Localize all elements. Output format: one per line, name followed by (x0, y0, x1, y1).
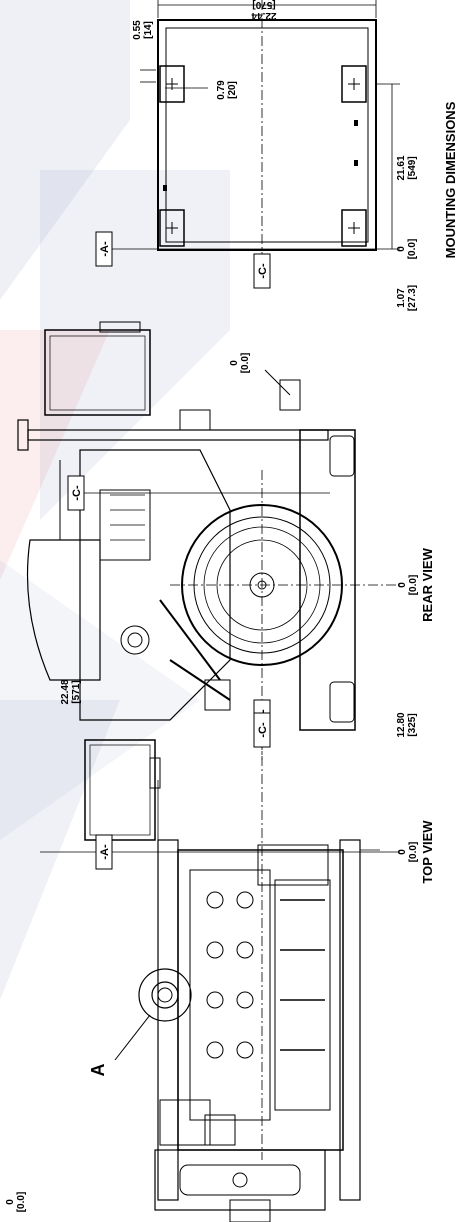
svg-text:-C-: -C- (71, 485, 83, 501)
top-turbo (138, 968, 192, 1022)
svg-text:-A-: -A- (99, 241, 111, 257)
svg-text:-C-: -C- (257, 263, 269, 279)
top-air-filter (84, 739, 156, 841)
mounting-dimensions-view: 0.55 [14] 22.44 [570] 0.79 [20] 21.61 [5… (95, 0, 458, 311)
dim-0-79: 0.79 (216, 80, 227, 100)
top-view: A 22.48 [571] 0 [0.0] 12.80 [325] 0 [0.0… (5, 679, 435, 1222)
rear-datum-c-box: -C- (67, 475, 85, 511)
mount-pad-top-right (341, 65, 367, 103)
rear-dim-zero-bottom-mm: [0.0] (408, 575, 419, 596)
dim-0-55: 0.55 (132, 20, 143, 40)
top-dim-22-48-mm: [571] (71, 680, 82, 703)
rear-dim-zero-bottom: 0 (397, 582, 408, 588)
top-view-title: TOP VIEW (420, 820, 435, 884)
mounting-base-frame (157, 19, 377, 251)
top-front-housing (154, 1149, 326, 1211)
mount-pad-bottom-right (341, 209, 367, 247)
watermark-blue-stroke-top (0, 0, 130, 300)
dim-0-55-mm: [14] (143, 21, 154, 39)
top-cylinder-heads (206, 891, 254, 1059)
dim-21-61-mm: [549] (407, 156, 418, 179)
mounting-base-inner (165, 27, 369, 243)
rear-dim-zero-top: 0 (229, 360, 240, 366)
dim-22-44: 22.44 (251, 10, 276, 21)
svg-text:-A-: -A- (99, 844, 111, 860)
dim-zero-mounting: 0 (396, 246, 407, 252)
top-base-rail-right (339, 839, 361, 1201)
callout-a-leader (114, 1014, 151, 1061)
top-base-rail-left (157, 839, 179, 1201)
dim-0-79-mm: [20] (227, 81, 238, 99)
rear-exhaust-pipe (27, 429, 329, 441)
watermark-blue-diagonal (40, 170, 230, 520)
rear-air-box (44, 329, 151, 416)
top-dim-12-80: 12.80 (396, 712, 407, 737)
watermark-blue-chevron (0, 560, 200, 840)
mounting-datum-c-box: -C- (253, 253, 271, 289)
top-dim-22-48: 22.48 (60, 679, 71, 704)
top-datum-c-box: -C- (253, 712, 271, 748)
mount-pad-bottom-left (159, 209, 185, 247)
rear-base-frame (299, 429, 356, 731)
watermark-red-stroke (0, 330, 110, 580)
dim-1-07-mm: [27.3] (407, 285, 418, 311)
dim-22-44-mm: [570] (252, 0, 275, 10)
rear-dim-zero-top-mm: [0.0] (240, 353, 251, 374)
rear-view-title: REAR VIEW (420, 547, 435, 621)
svg-text:-C-: -C- (257, 722, 269, 738)
dim-21-61: 21.61 (396, 155, 407, 180)
top-dim-zero-bottom-mm: [0.0] (16, 1192, 27, 1213)
top-dim-zero-bottom: 0 (5, 1199, 16, 1205)
mount-pad-top-left (159, 65, 185, 103)
top-dim-zero-mid: 0 (397, 849, 408, 855)
top-dim-zero-mid-mm: [0.0] (408, 842, 419, 863)
mounting-dimensions-title: MOUNTING DIMENSIONS (443, 101, 458, 258)
dim-1-07: 1.07 (396, 288, 407, 308)
callout-a: A (88, 1064, 108, 1077)
rear-view: 0 [0.0] 0 [0.0] -C- -B- REAR VIEW (17, 321, 435, 760)
top-dim-12-80-mm: [325] (407, 713, 418, 736)
mounting-datum-a-box: -A- (95, 231, 113, 267)
dim-zero-mounting-mm: [0.0] (407, 239, 418, 260)
top-datum-a-box: -A- (95, 834, 113, 870)
